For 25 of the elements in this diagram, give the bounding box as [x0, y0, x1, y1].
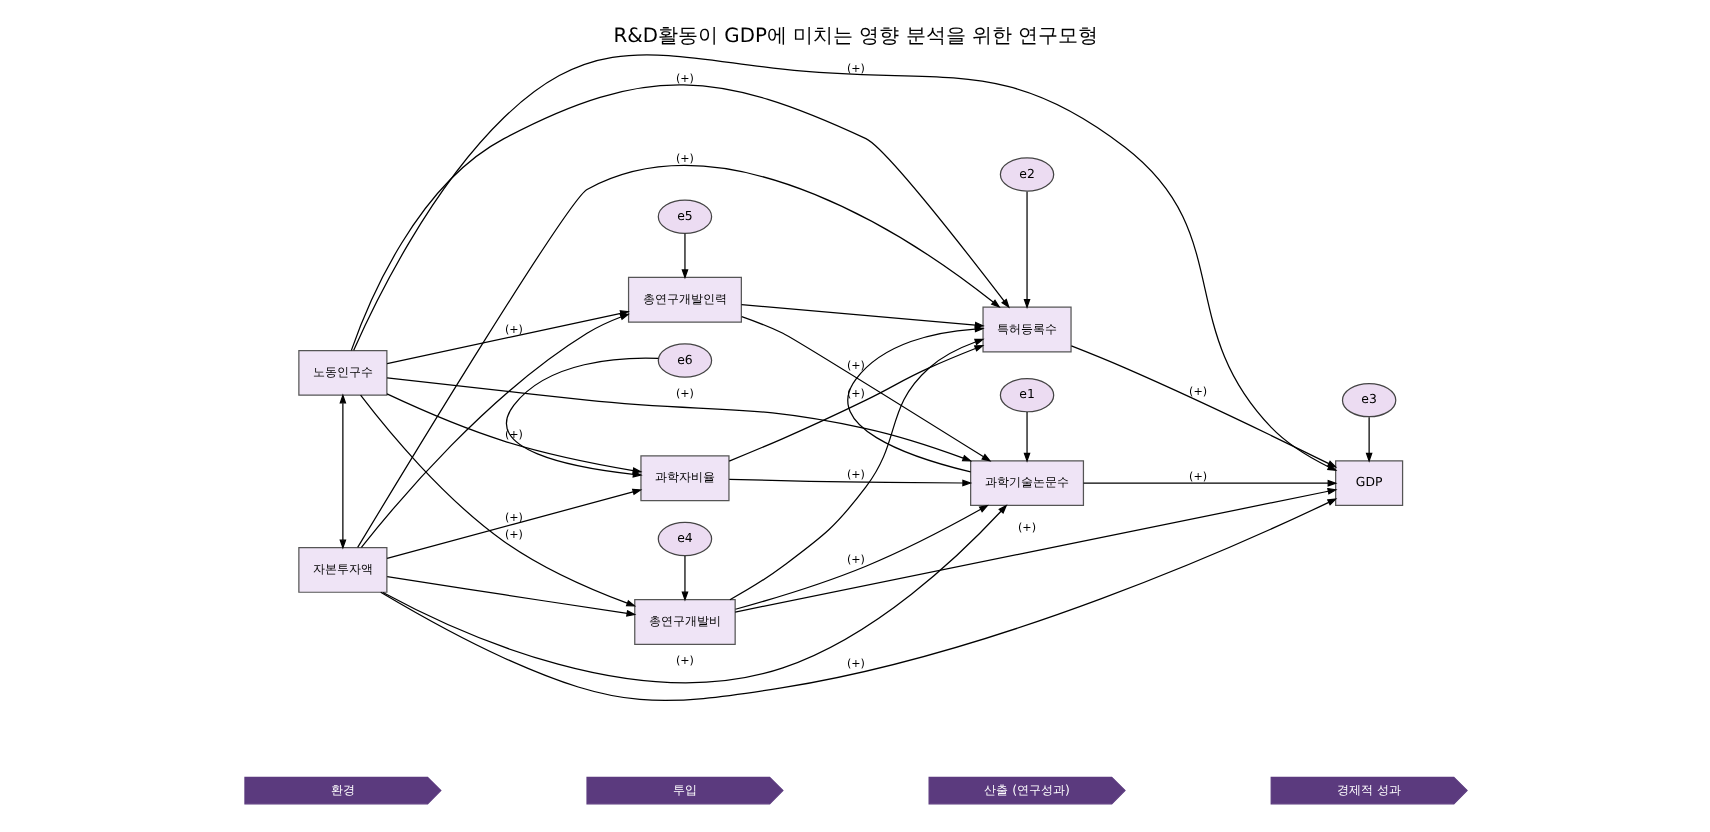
arrow — [1082, 479, 1337, 487]
arrow — [381, 504, 1007, 684]
arrow — [379, 498, 1337, 702]
arrow — [740, 316, 991, 462]
arrow — [338, 393, 346, 550]
arrow — [728, 338, 984, 601]
arrow — [1022, 411, 1030, 463]
arrow — [1069, 345, 1337, 468]
arrow — [356, 165, 1000, 549]
arrow — [727, 345, 984, 462]
arrow — [733, 487, 1337, 613]
arrow — [385, 377, 972, 462]
arrow — [359, 313, 629, 548]
arrow — [727, 478, 972, 487]
arrow — [1022, 191, 1030, 309]
diagram-title: R&D활동이 GDP에 미치는 영향 분석을 위한 연구모형 — [612, 26, 1098, 49]
arrow — [1364, 416, 1372, 463]
arrow — [358, 394, 636, 607]
arrow — [680, 555, 688, 602]
arrow — [846, 325, 984, 473]
arrow — [385, 576, 636, 617]
arrow — [733, 504, 988, 610]
arrow — [349, 84, 1009, 351]
arrow — [385, 488, 642, 559]
arrow — [680, 233, 688, 280]
